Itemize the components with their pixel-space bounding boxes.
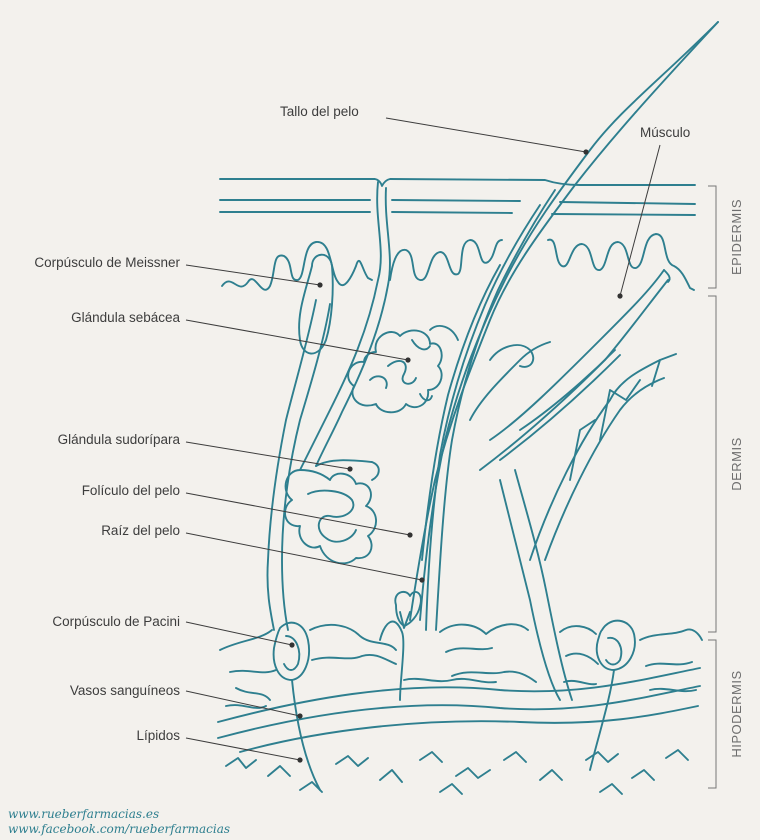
dot-foliculo: [407, 532, 413, 538]
leader-raiz: [185, 532, 423, 581]
layer-label-dermis: DERMIS: [729, 437, 744, 491]
dot-meissner: [317, 282, 323, 288]
label-meissner: Corpúsculo de Meissner: [34, 255, 180, 270]
dot-pacini: [289, 642, 295, 648]
leader-vasos: [185, 690, 301, 717]
epidermis-surface: [219, 178, 696, 216]
label-musculo: Músculo: [640, 125, 690, 140]
dot-musculo: [617, 293, 623, 299]
dot-vasos: [297, 713, 303, 719]
leader-lipidos: [185, 737, 301, 761]
dot-sebacea: [405, 357, 411, 363]
dermal-vessels: [469, 341, 677, 701]
leader-foliculo: [185, 492, 411, 536]
hypodermis-lobules: [219, 623, 703, 709]
dermal-papillae-border: [221, 233, 695, 291]
leader-meissner: [185, 264, 321, 286]
credit-facebook: www.facebook.com/rueberfarmacias: [8, 822, 231, 836]
label-sebacea: Glándula sebácea: [71, 310, 180, 325]
sweat-gland: [284, 181, 391, 565]
bracket-dermis: [708, 295, 717, 633]
labels: Tallo del pelo Músculo Corpúsculo de Mei…: [34, 104, 690, 743]
layer-label-epidermis: EPIDERMIS: [729, 199, 744, 275]
credit-website: www.rueberfarmacias.es: [8, 807, 160, 821]
hair-follicle: [409, 21, 719, 631]
dot-sudoripara: [347, 466, 353, 472]
dot-lipidos: [297, 757, 303, 763]
bracket-hipodermis: [708, 639, 717, 789]
leader-lines: [185, 117, 661, 763]
leader-sebacea: [185, 319, 409, 361]
label-raiz: Raíz del pelo: [101, 523, 180, 538]
sebaceous-gland: [347, 325, 459, 414]
leader-musculo: [619, 144, 661, 297]
layer-label-hipodermis: HIPODERMIS: [729, 670, 744, 757]
dot-tallo: [583, 149, 589, 155]
hair-root-bulb: [379, 590, 422, 701]
leader-tallo: [385, 117, 587, 153]
label-lipidos: Lípidos: [136, 728, 180, 743]
leader-pacini: [185, 621, 293, 646]
skin-illustration: [217, 21, 719, 795]
label-vasos: Vasos sanguíneos: [70, 683, 180, 698]
meissner-corpuscle: [266, 253, 334, 631]
lipid-fragments: [225, 749, 689, 795]
leader-sudoripara: [185, 441, 351, 470]
bracket-epidermis: [708, 185, 717, 289]
label-tallo: Tallo del pelo: [280, 104, 359, 119]
label-pacini: Corpúsculo de Pacini: [52, 614, 180, 629]
dot-raiz: [419, 577, 425, 583]
label-sudoripara: Glándula sudorípara: [58, 432, 181, 447]
label-foliculo: Folículo del pelo: [82, 483, 180, 498]
arrector-pili-muscle: [479, 269, 671, 471]
layer-brackets: EPIDERMIS DERMIS HIPODERMIS: [708, 185, 744, 789]
large-blood-vessels: [217, 667, 701, 753]
